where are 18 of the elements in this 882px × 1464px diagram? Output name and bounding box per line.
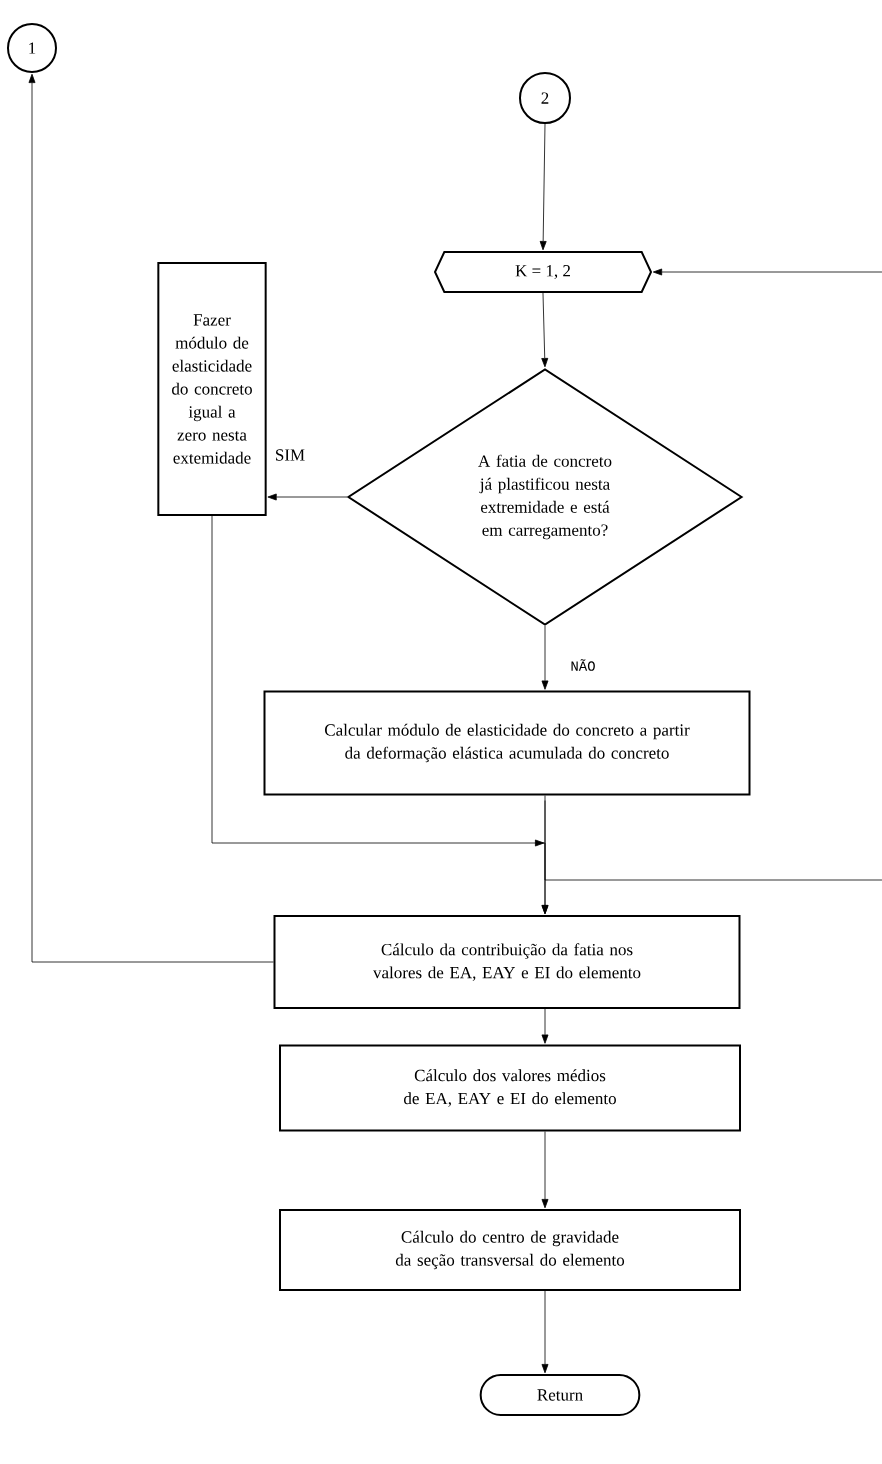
process-box: Cálculo dos valores médios de EA, EAY e EI do elemento <box>279 1044 741 1132</box>
arrow <box>652 268 882 276</box>
arrow <box>541 1008 549 1044</box>
process-box: Calcular módulo de elasticidade do concreto a partir da deformação elástica acumulada do concreto <box>263 690 751 796</box>
process-box: Fazer módulo de elasticidade do concreto igual a zero nesta extemidade <box>157 262 267 516</box>
arrow <box>541 1290 549 1374</box>
arrow <box>267 493 348 501</box>
arrow <box>541 625 549 690</box>
arrow <box>541 1131 549 1209</box>
process-box: Cálculo da contribuição da fatia nos valores de EA, EAY e EI do elemento <box>273 915 741 1009</box>
arrow <box>28 73 274 963</box>
arrow <box>541 795 549 915</box>
arrow <box>541 292 549 368</box>
arrow <box>539 123 547 251</box>
edge-label: SIM <box>273 448 307 462</box>
loop-hexagon: K = 1, 2 <box>433 251 653 293</box>
edge-label: NÃO <box>569 658 597 672</box>
process-box: Cálculo do centro de gravidade da seção transversal do elemento <box>279 1209 741 1291</box>
